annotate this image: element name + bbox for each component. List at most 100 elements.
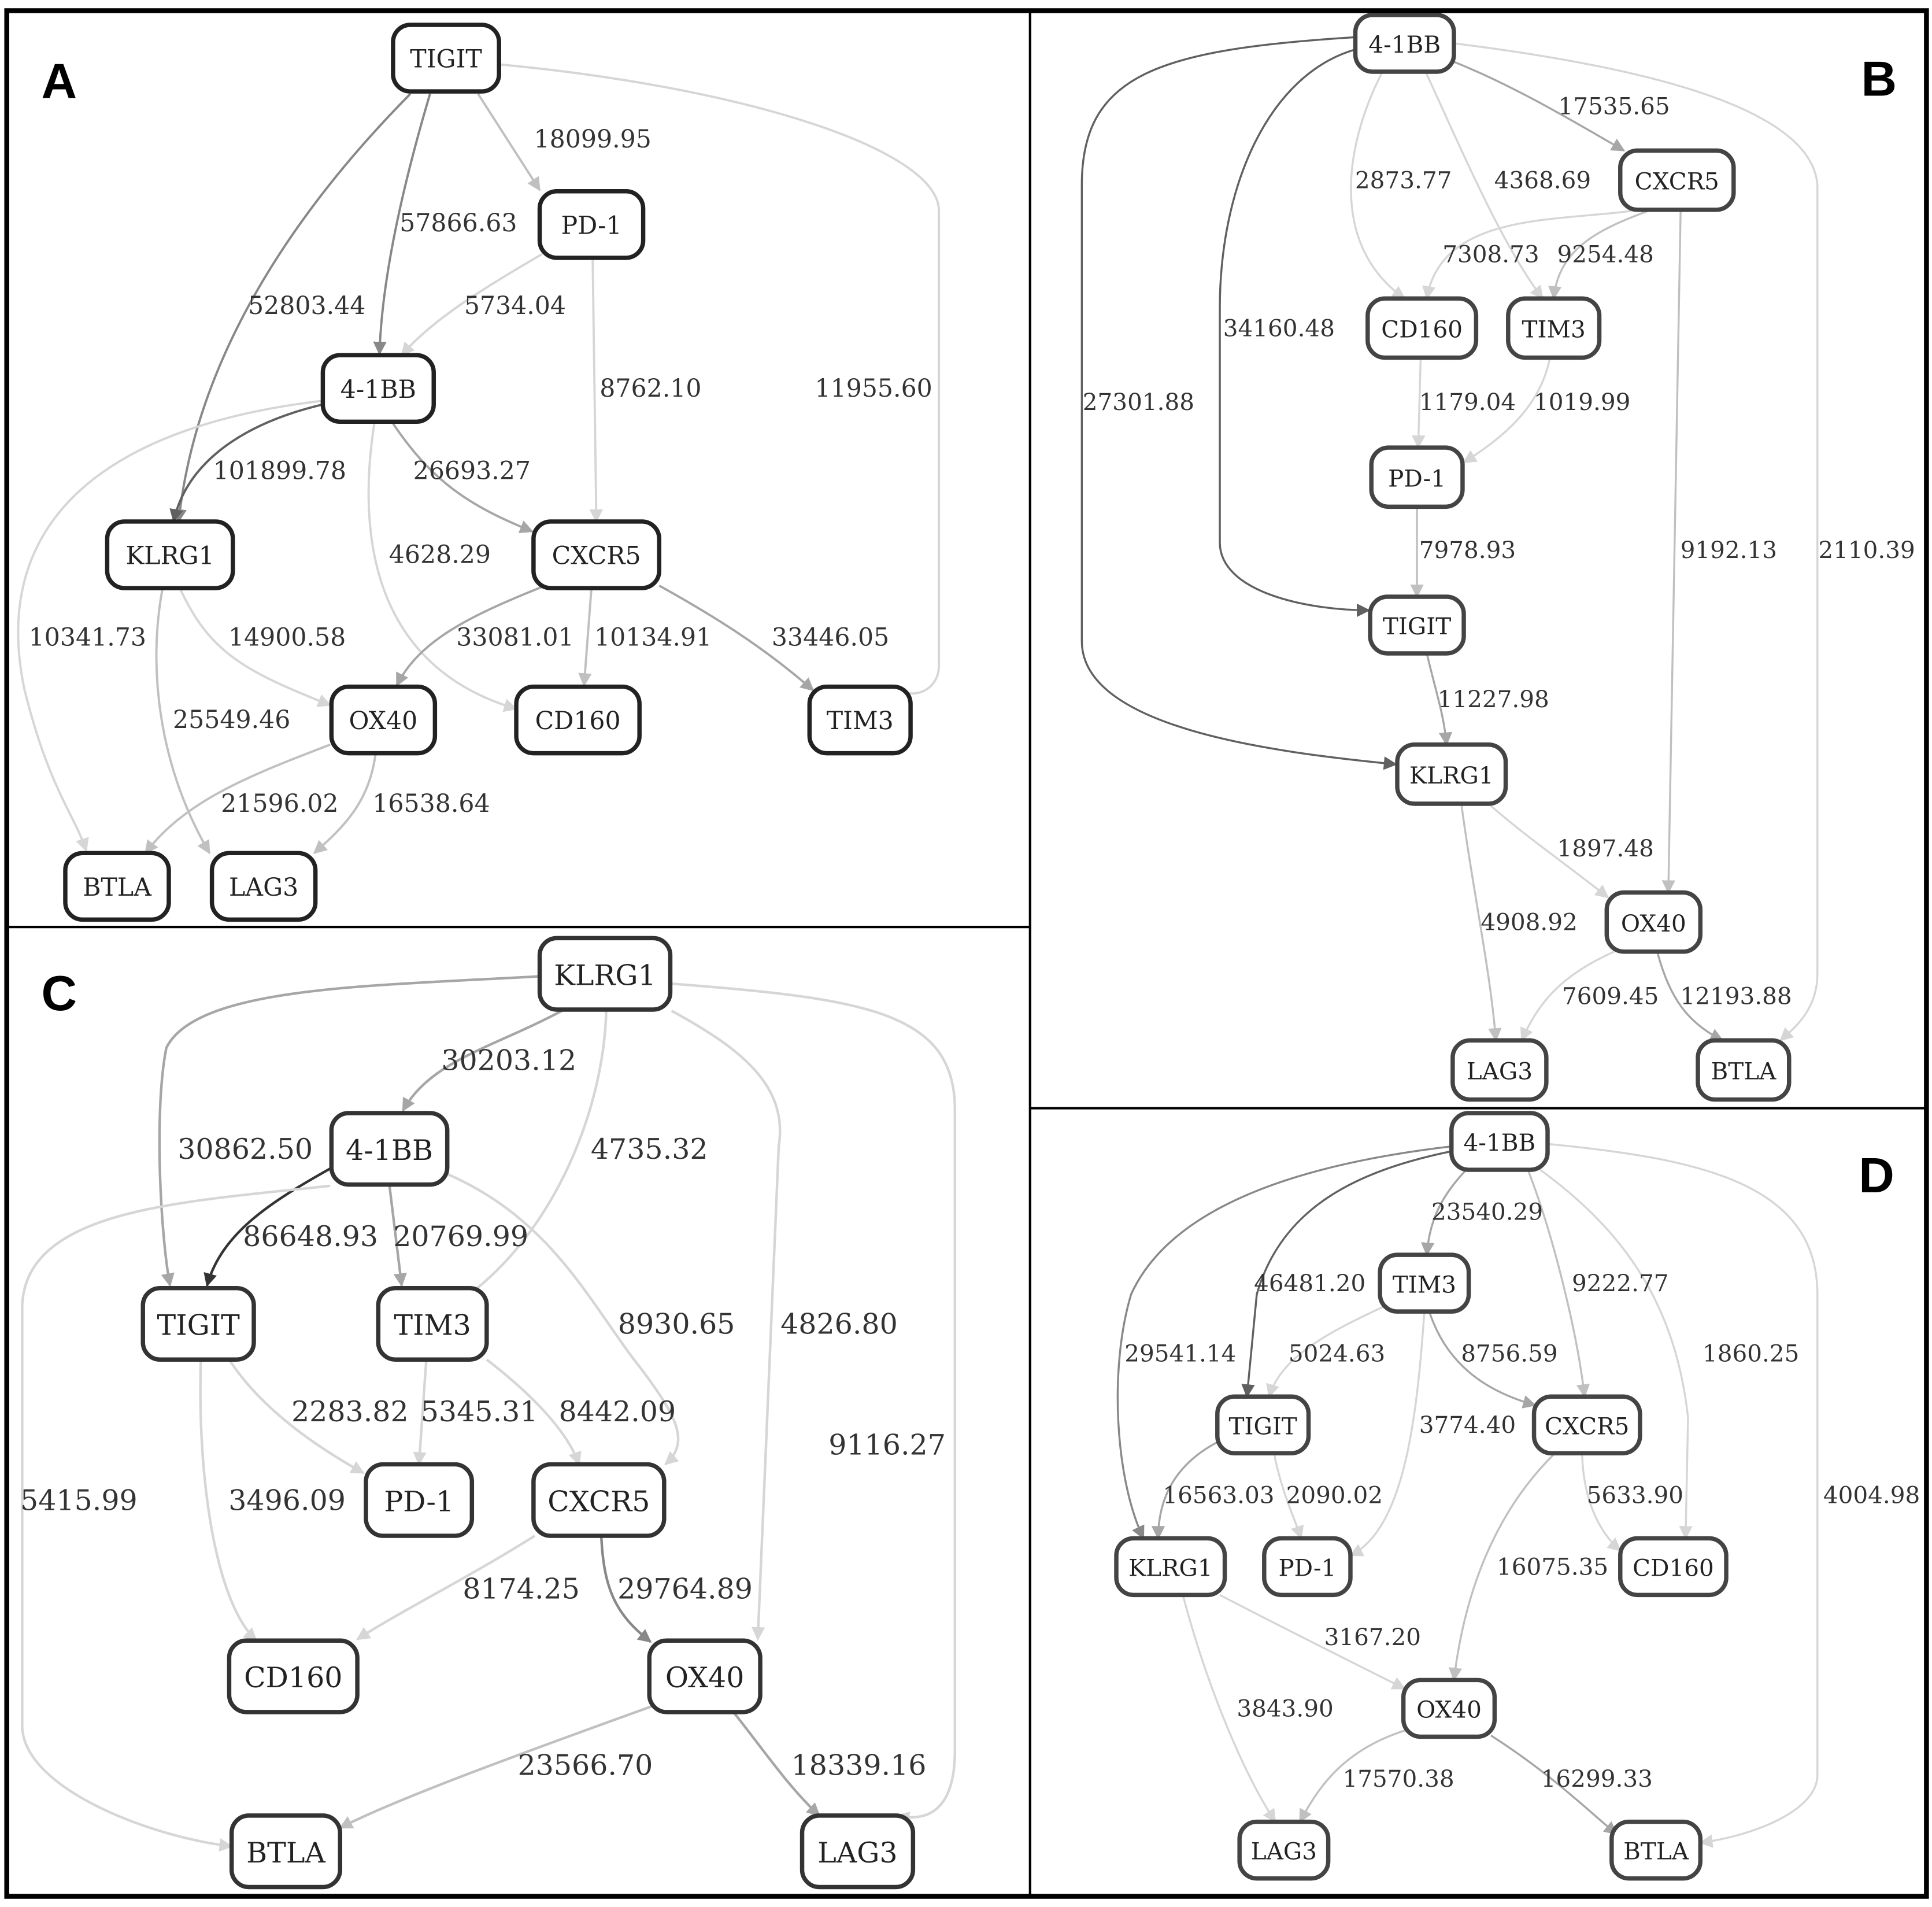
edge-a-tigit-to-41bb (373, 93, 431, 356)
edge-weight-label-a-klrg1-to-ox40: 14900.58 (228, 623, 346, 652)
edge-b-cxcr5-to-cd160 (1422, 209, 1639, 300)
edge-weight-label-d-41bb-to-btla: 4004.98 (1823, 1481, 1920, 1509)
node-label: TIM3 (394, 1309, 471, 1342)
node-label: CD160 (1633, 1554, 1714, 1581)
edge-a-pd1-to-41bb (401, 253, 543, 356)
node-label: CD160 (535, 707, 621, 736)
node-b-bb: 4-1BB (1353, 13, 1456, 74)
node-label: LAG3 (1467, 1058, 1533, 1085)
node-box (1531, 1394, 1642, 1456)
edge-weight-label-c-41bb-to-cxcr5: 8930.65 (618, 1307, 735, 1340)
edge-b-ox40-to-lag3 (1520, 951, 1615, 1042)
node-label: OX40 (349, 707, 417, 736)
edge-c-ox40-to-btla (339, 1705, 654, 1830)
node-c-cd160: CD160 (227, 1638, 360, 1714)
node-a-cxcr5: CXCR5 (531, 519, 662, 590)
edge-c-klrg1-to-41bb (402, 1010, 562, 1112)
edge-weight-label-b-41bb-to-klrg1: 27301.88 (1083, 388, 1194, 416)
panel-letters: A B C D (42, 51, 1897, 1203)
node-box (1618, 148, 1736, 212)
node-box (364, 1462, 475, 1538)
node-b-tigit: TIGIT (1368, 594, 1466, 656)
edge-d-41bb-to-cd160 (1539, 1169, 1693, 1540)
edge-weight-label-a-cxcr5-to-ox40: 33081.01 (456, 623, 573, 652)
node-box (1696, 1038, 1792, 1102)
node-d-btla: BTLA (1609, 1819, 1703, 1881)
node-box (140, 1285, 256, 1362)
edge-a-41bb-to-cxcr5 (391, 421, 534, 533)
edge-d-cxcr5-to-cd160 (1581, 1453, 1622, 1552)
node-box (227, 1638, 360, 1714)
node-c-lag3: LAG3 (800, 1813, 916, 1890)
edge-weight-label-b-41bb-to-tim3: 4368.69 (1494, 167, 1591, 194)
edge-a-cxcr5-to-ox40 (395, 586, 543, 687)
edge-weight-label-b-pd1-to-tigit: 7978.93 (1419, 536, 1516, 564)
edge-b-klrg1-to-lag3 (1460, 803, 1502, 1042)
node-box (1395, 742, 1508, 806)
node-box (1215, 1394, 1311, 1456)
node-label: CXCR5 (1635, 168, 1719, 195)
node-label: 4-1BB (346, 1133, 433, 1167)
edge-d-klrg1-to-ox40 (1219, 1594, 1406, 1690)
node-label: KLRG1 (125, 542, 214, 571)
node-label: PD-1 (1388, 464, 1446, 492)
edge-weight-label-c-ox40-to-btla: 23566.70 (517, 1749, 653, 1782)
node-label: KLRG1 (554, 958, 656, 992)
edge-weight-label-b-cxcr5-to-cd160: 7308.73 (1442, 240, 1539, 268)
panel-letter-c: C (42, 966, 77, 1021)
edge-weight-label-c-tigit-to-pd1: 2283.82 (291, 1395, 409, 1428)
edge-weight-label-a-pd1-to-41bb: 5734.04 (464, 291, 566, 320)
edge-c-cxcr5-to-cd160 (356, 1535, 536, 1640)
edge-b-cxcr5-to-tim3 (1548, 209, 1652, 300)
node-label: BTLA (1711, 1058, 1776, 1085)
node-label: PD-1 (384, 1484, 454, 1518)
node-label: KLRG1 (1409, 762, 1494, 789)
node-box (63, 851, 171, 922)
node-label: 4-1BB (340, 375, 416, 404)
edge-weight-label-c-41bb-to-tigit: 86648.93 (243, 1219, 378, 1253)
edge-weight-label-d-41bb-to-cd160: 1860.25 (1702, 1340, 1799, 1368)
node-box (329, 684, 438, 756)
edge-weight-label-d-ox40-to-lag3: 17570.38 (1343, 1765, 1454, 1793)
edge-b-41bb-to-cxcr5 (1453, 61, 1626, 151)
edge-a-41bb-to-btla (17, 400, 323, 852)
node-label: CD160 (244, 1661, 342, 1694)
node-box (1262, 1536, 1353, 1598)
node-label: BTLA (246, 1836, 325, 1869)
edge-weight-label-b-tigit-to-klrg1: 11227.98 (1438, 685, 1549, 713)
edge-c-41bb-to-btla (21, 1184, 331, 1852)
edge-weight-label-a-41bb-to-btla: 10341.73 (29, 623, 146, 652)
edge-d-klrg1-to-lag3 (1182, 1594, 1276, 1823)
edge-weight-label-a-41bb-to-cd160: 4628.29 (389, 540, 491, 569)
node-b-tim3: TIM3 (1506, 296, 1602, 360)
node-box (1237, 1819, 1331, 1881)
edge-c-41bb-to-tigit (203, 1167, 331, 1287)
node-c-bb: 4-1BB (329, 1111, 450, 1187)
edge-weight-label-d-41bb-to-tim3: 23540.29 (1431, 1198, 1543, 1226)
node-box (329, 1111, 450, 1187)
edge-a-41bb-to-cd160 (367, 422, 518, 712)
edge-weight-label-c-cxcr5-to-ox40: 29764.89 (617, 1572, 753, 1606)
node-c-cxcr5: CXCR5 (531, 1462, 667, 1538)
edge-d-tim3-to-cxcr5 (1428, 1311, 1537, 1409)
node-label: PD-1 (561, 211, 621, 240)
edge-weight-label-a-ox40-to-lag3: 16538.64 (372, 789, 490, 818)
edge-b-cd160-to-pd1 (1412, 357, 1426, 449)
node-c-klrg1: KLRG1 (537, 936, 673, 1012)
node-d-ox40: OX40 (1401, 1677, 1497, 1739)
edge-d-41bb-to-tigit (1241, 1150, 1452, 1398)
node-c-tigit: TIGIT (140, 1285, 256, 1362)
edge-weight-label-b-ox40-to-btla: 12193.88 (1681, 982, 1792, 1010)
edge-c-tim3-to-pd1 (413, 1359, 428, 1466)
edge-weight-label-a-cxcr5-to-cd160: 10134.91 (594, 623, 712, 652)
node-d-tim3: TIM3 (1378, 1252, 1471, 1314)
edge-weight-label-b-41bb-to-cd160: 2873.77 (1355, 167, 1452, 194)
edge-weight-label-d-tim3-to-cxcr5: 8756.59 (1461, 1340, 1557, 1368)
node-d-cxcr5: CXCR5 (1531, 1394, 1642, 1456)
node-label: 4-1BB (1464, 1129, 1536, 1156)
node-a-tim3: TIM3 (807, 684, 913, 756)
node-box (1609, 1819, 1703, 1881)
node-label: TIM3 (1393, 1270, 1456, 1298)
